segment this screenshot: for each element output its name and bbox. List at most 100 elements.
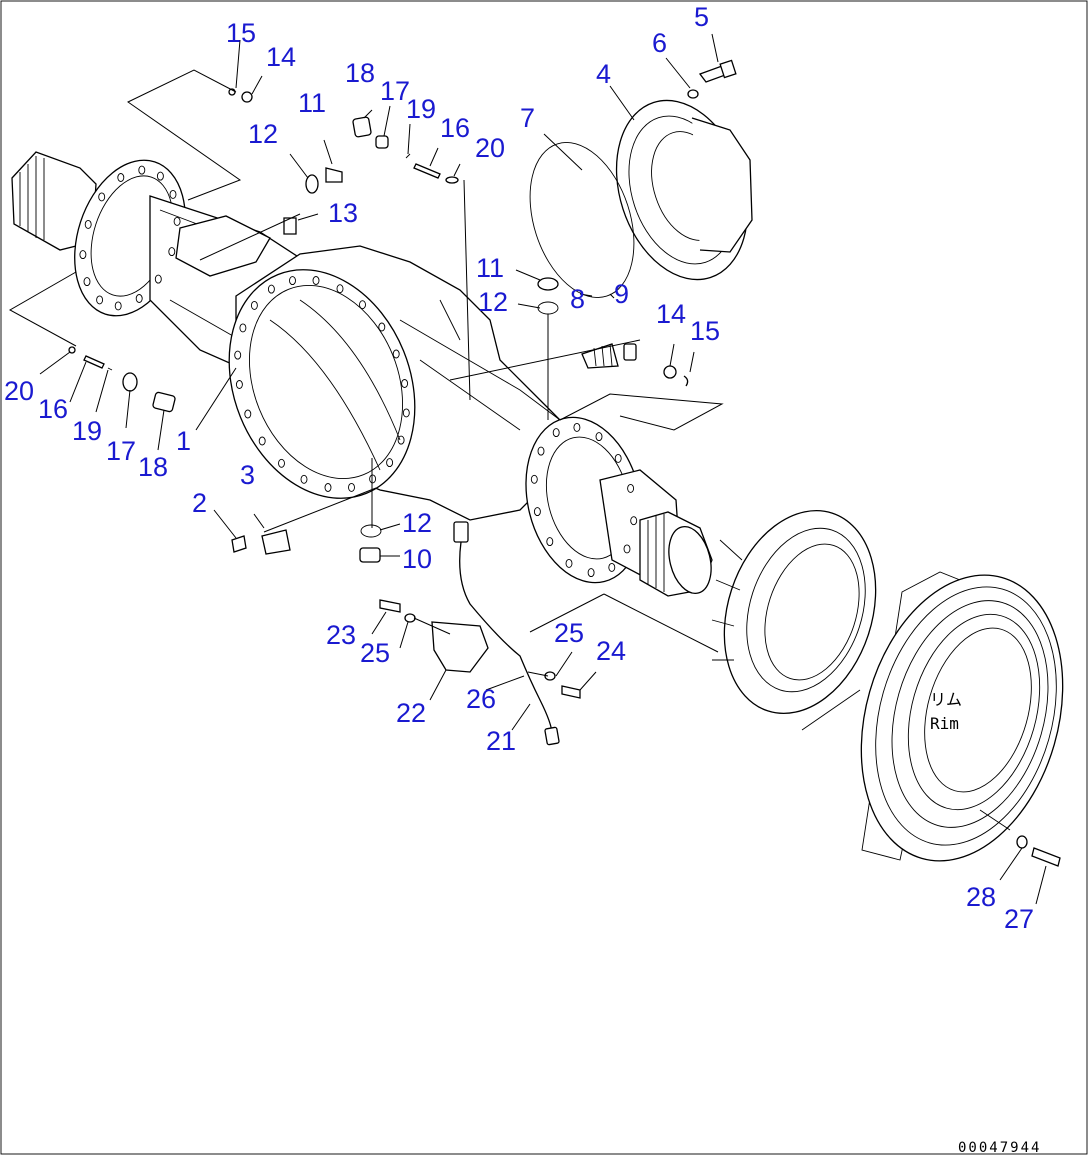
bolt-hole — [573, 422, 581, 432]
callout-15b: 15 — [690, 316, 720, 346]
bolt-hole — [244, 409, 252, 419]
bolt-hole — [533, 507, 541, 517]
bolt-hole — [546, 537, 554, 547]
callout-20b: 20 — [4, 376, 34, 406]
callout-14a: 14 — [266, 42, 296, 72]
callout-10: 10 — [402, 544, 432, 574]
callout-labels: 15 14 18 17 19 16 20 11 12 13 7 6 5 4 11… — [4, 2, 1034, 934]
bolt-hole — [608, 562, 616, 572]
bolt-hole — [402, 408, 410, 418]
callout-14b: 14 — [656, 299, 686, 329]
bolt-hole — [135, 294, 143, 303]
callout-25a: 25 — [360, 638, 390, 668]
bolt-hole — [324, 483, 332, 492]
o-ring-part-7 — [529, 142, 635, 298]
callout-12c: 12 — [402, 508, 432, 538]
bolt-hole — [154, 274, 162, 284]
bolt-hole — [169, 189, 177, 199]
callout-27: 27 — [1004, 904, 1034, 934]
callout-16a: 16 — [440, 113, 470, 143]
bolt-hole — [168, 247, 176, 257]
callout-20a: 20 — [475, 133, 505, 163]
bolt-hole — [392, 349, 400, 359]
hub-cover-part-4 — [615, 99, 753, 281]
bolt-hole — [552, 428, 560, 438]
callout-13: 13 — [328, 198, 358, 228]
bolt-hole — [234, 350, 242, 360]
bolt-hole — [258, 436, 266, 446]
callout-12b: 12 — [478, 287, 508, 317]
callout-24: 24 — [596, 636, 626, 666]
bolt-hole — [587, 568, 595, 578]
bolt-hole — [79, 250, 87, 260]
bolt-hole — [336, 284, 344, 294]
bolt-hole — [348, 482, 355, 492]
rim-label-en: Rim — [930, 714, 959, 733]
callout-25b: 25 — [554, 618, 584, 648]
document-number: 00047944 — [958, 1140, 1041, 1156]
bolt-hole — [83, 277, 91, 287]
bolt-hole — [369, 474, 377, 484]
callout-18a: 18 — [345, 58, 375, 88]
bolt-hole — [312, 276, 320, 285]
rim-label-jp: リム — [930, 690, 962, 709]
bolt-hole — [630, 516, 638, 526]
callout-2: 2 — [192, 488, 207, 518]
callout-4: 4 — [596, 59, 611, 89]
bolt-hole — [267, 284, 275, 294]
bolt-hole — [289, 276, 296, 286]
wheel-hub-assembly — [711, 509, 877, 715]
bracket-part-22 — [431, 621, 489, 673]
bolt-hole — [386, 458, 394, 468]
callout-26: 26 — [466, 684, 496, 714]
bolt-hole — [235, 380, 243, 389]
callout-11b: 11 — [476, 253, 504, 283]
callout-22: 22 — [396, 698, 426, 728]
leader-lines — [8, 33, 1047, 905]
bolt-hole — [117, 173, 125, 182]
callout-18b: 18 — [138, 452, 168, 482]
bolt-hole — [378, 322, 386, 332]
callout-16b: 16 — [38, 394, 68, 424]
bolt-hole — [623, 544, 631, 554]
bolt-hole — [627, 483, 635, 493]
bolt-hole — [250, 300, 258, 310]
callout-19b: 19 — [72, 416, 102, 446]
bolt-hole — [300, 474, 308, 484]
bolt-hole — [401, 379, 409, 388]
callout-11a: 11 — [298, 88, 326, 118]
callout-19a: 19 — [406, 94, 436, 124]
callout-12a: 12 — [248, 119, 278, 149]
callout-8: 8 — [570, 284, 585, 314]
callout-9: 9 — [614, 279, 629, 309]
rim-assembly: リム Rim — [801, 571, 1064, 862]
callout-17a: 17 — [380, 76, 410, 106]
callout-1: 1 — [176, 426, 191, 456]
bolt-hole — [397, 435, 405, 445]
callout-15a: 15 — [226, 18, 256, 48]
bolt-hole — [138, 165, 146, 175]
sensor-harness-part-21 — [453, 521, 560, 746]
small-hardware — [68, 59, 1061, 867]
callout-23: 23 — [326, 620, 356, 650]
callout-5: 5 — [694, 2, 709, 32]
bolt-hole — [239, 323, 247, 333]
callout-3: 3 — [240, 460, 255, 490]
bolt-hole — [114, 301, 122, 311]
bolt-hole — [84, 219, 92, 229]
bolt-hole — [278, 458, 285, 468]
bolt-hole — [173, 216, 181, 226]
bolt-hole — [359, 300, 366, 310]
bolt-hole — [156, 171, 164, 181]
callout-7: 7 — [520, 103, 535, 133]
bolt-hole — [98, 192, 106, 202]
bolt-hole — [565, 558, 573, 568]
bolt-hole — [530, 474, 538, 484]
callout-21: 21 — [486, 726, 516, 756]
bolt-hole — [537, 446, 545, 456]
callout-28: 28 — [966, 882, 996, 912]
bolt-hole — [614, 453, 622, 463]
bolt-hole — [96, 295, 104, 305]
